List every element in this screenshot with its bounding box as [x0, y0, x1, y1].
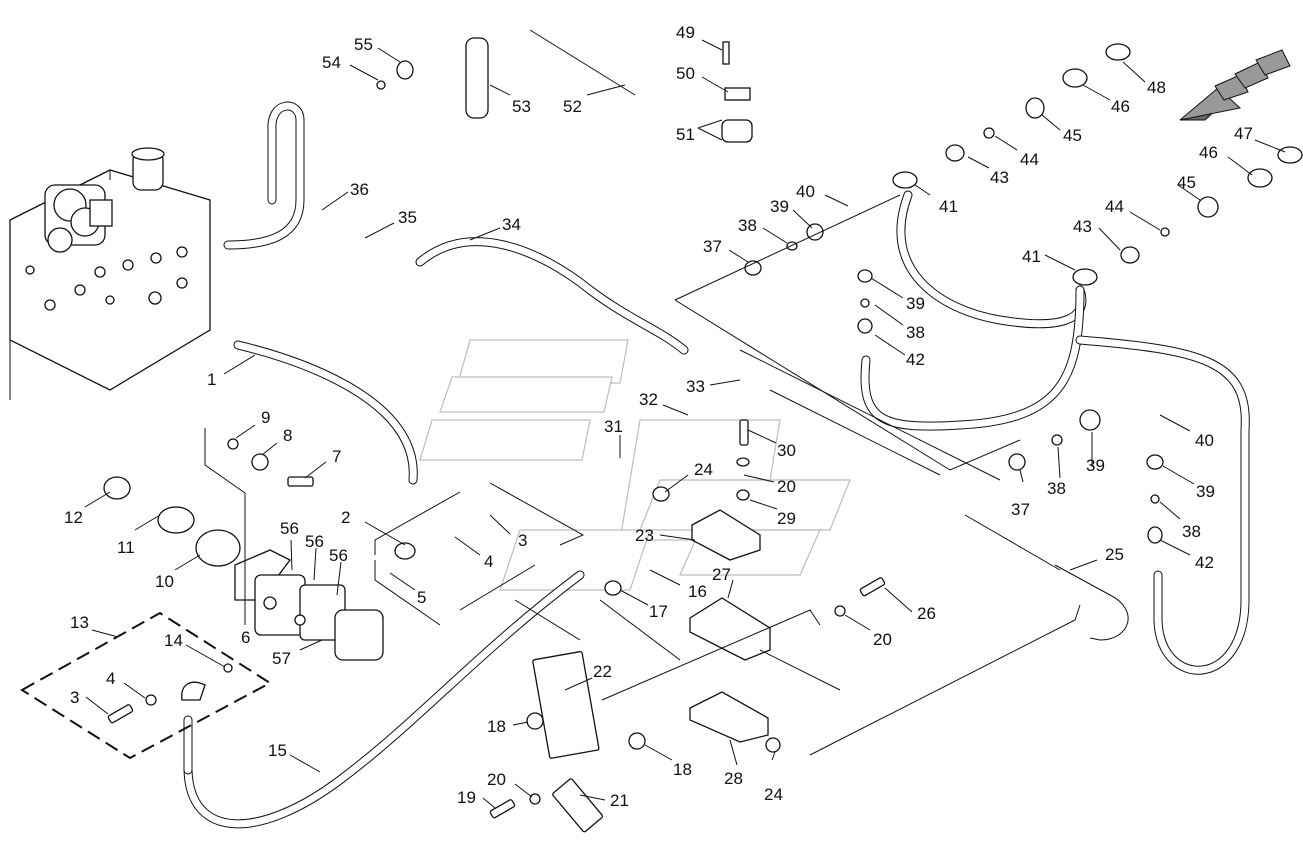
callout-labels: 1 2 3 3 4 4 5 6 7 8 9 10 11 12 13 14 15 …	[64, 23, 1286, 810]
callout-label: 57	[272, 649, 291, 668]
callout-label: 21	[610, 791, 629, 810]
callout-label: 43	[990, 168, 1009, 187]
callout-label: 38	[738, 216, 757, 235]
callout-label: 2	[341, 508, 350, 527]
callout-label: 48	[1147, 78, 1166, 97]
callout-label: 52	[563, 97, 582, 116]
callout-label: 4	[106, 669, 115, 688]
callout-label: 23	[635, 526, 654, 545]
callout-label: 3	[518, 531, 527, 550]
callout-label: 46	[1199, 143, 1218, 162]
callout-label: 33	[686, 377, 705, 396]
callout-label: 9	[261, 408, 270, 427]
callout-label: 8	[283, 426, 292, 445]
callout-label: 5	[417, 588, 426, 607]
callout-label: 27	[712, 565, 731, 584]
callout-label: 38	[1182, 522, 1201, 541]
bracket-group-box	[374, 482, 585, 626]
callout-label: 51	[676, 125, 695, 144]
callout-label: 37	[1011, 500, 1030, 519]
callout-label: 35	[398, 208, 417, 227]
callout-label: 37	[703, 237, 722, 256]
reference-lines	[204, 194, 1081, 756]
callout-label: 18	[673, 760, 692, 779]
callout-label: 40	[1195, 431, 1214, 450]
callout-label: 14	[164, 631, 183, 650]
callout-label: 38	[1047, 479, 1066, 498]
callout-label: 45	[1063, 126, 1082, 145]
callout-label: 25	[1105, 545, 1124, 564]
callout-label: 11	[117, 538, 135, 557]
callout-label: 45	[1177, 173, 1196, 192]
callout-label: 22	[593, 662, 612, 681]
callout-label: 20	[487, 770, 506, 789]
callout-label: 43	[1073, 217, 1092, 236]
callout-label: 24	[764, 785, 783, 804]
callout-label: 40	[796, 182, 815, 201]
callout-label: 7	[332, 447, 341, 466]
callout-label: 55	[354, 35, 373, 54]
callout-label: 39	[1086, 456, 1105, 475]
callout-label: 24	[694, 460, 713, 479]
callout-label: 31	[604, 417, 623, 436]
fittings	[107, 29, 1303, 819]
callout-label: 10	[155, 572, 174, 591]
callout-label: 44	[1105, 197, 1124, 216]
callout-label: 56	[329, 546, 348, 565]
callout-label: 34	[502, 215, 521, 234]
callout-label: 16	[688, 582, 707, 601]
callout-label: 4	[484, 552, 493, 571]
callout-label: 50	[676, 64, 695, 83]
machine-block	[9, 147, 211, 400]
callout-label: 56	[305, 532, 324, 551]
valve-blocks	[532, 509, 771, 833]
port-holes	[25, 246, 188, 311]
callout-label: 53	[512, 97, 531, 116]
callout-label: 46	[1111, 97, 1130, 116]
callout-label: 47	[1234, 124, 1253, 143]
callout-label: 39	[770, 197, 789, 216]
callout-label: 30	[777, 441, 796, 460]
callout-label: 41	[1022, 247, 1041, 266]
callout-label: 39	[1196, 482, 1215, 501]
callout-label: 32	[639, 390, 658, 409]
hose-lines	[183, 101, 1250, 829]
callout-label: 28	[724, 769, 743, 788]
arrow-left-triangle-icon	[1179, 49, 1291, 121]
callout-label: 42	[906, 350, 925, 369]
callout-label: 1	[207, 370, 216, 389]
callout-label: 56	[280, 519, 299, 538]
callout-label: 3	[70, 688, 79, 707]
callout-label: 6	[241, 628, 250, 647]
callout-label: 39	[906, 294, 925, 313]
dashed-group-box	[20, 611, 272, 760]
callout-label: 36	[350, 180, 369, 199]
callout-label: 29	[777, 509, 796, 528]
callout-label: 19	[457, 788, 476, 807]
callout-label: 12	[64, 508, 83, 527]
callout-label: 38	[906, 323, 925, 342]
callout-label: 42	[1195, 553, 1214, 572]
callout-label: 18	[487, 717, 506, 736]
callout-label: 44	[1020, 150, 1039, 169]
callout-label: 41	[939, 197, 958, 216]
callout-label: 26	[917, 604, 936, 623]
callout-label: 20	[873, 630, 892, 649]
callout-label: 20	[777, 477, 796, 496]
callout-label: 54	[322, 53, 341, 72]
callout-label: 15	[268, 741, 287, 760]
callout-label: 49	[676, 23, 695, 42]
callout-label: 17	[649, 602, 668, 621]
pump-assembly	[103, 476, 384, 661]
callout-label: 13	[70, 613, 89, 632]
